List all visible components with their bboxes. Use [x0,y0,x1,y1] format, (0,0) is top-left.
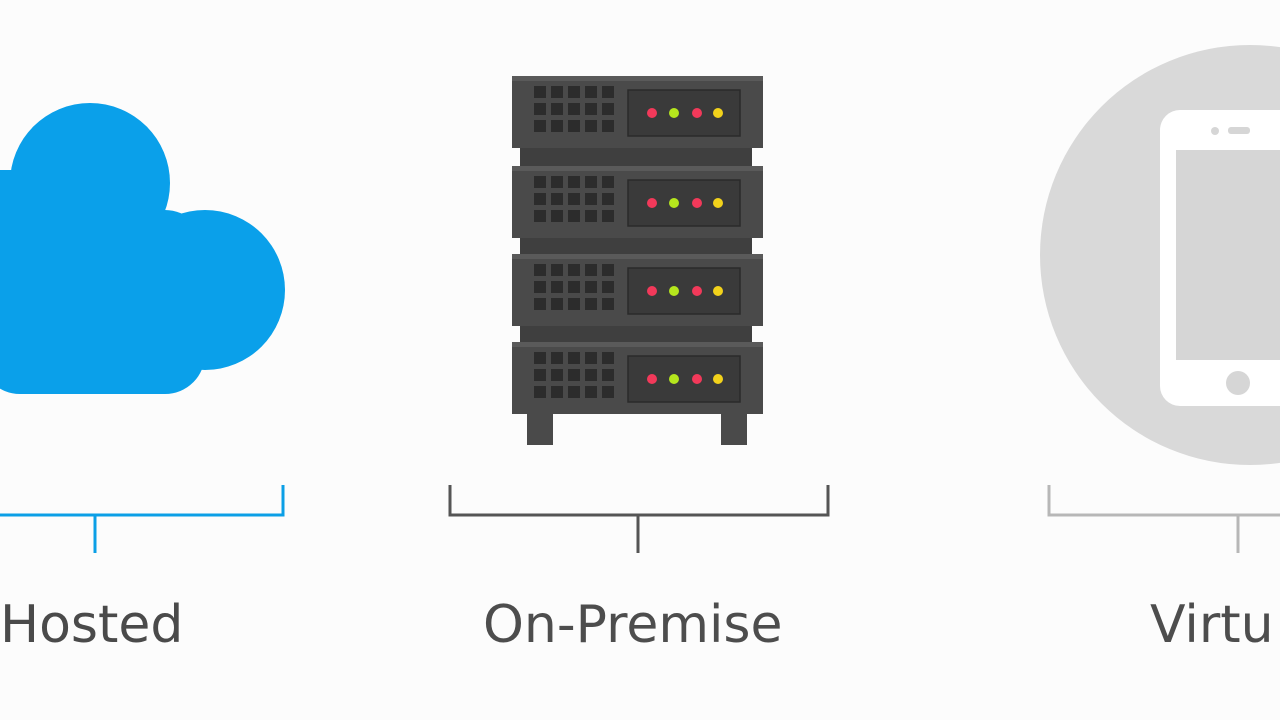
vent-slot [534,103,546,115]
vent-slot [534,386,546,398]
vent-slot [568,86,580,98]
server-foot-right [721,410,747,445]
vent-slot [568,298,580,310]
status-led [647,108,657,118]
vent-slot [602,386,614,398]
vent-slot [602,369,614,381]
vent-slot [585,193,597,205]
status-led [713,286,723,296]
vent-slot [568,264,580,276]
vent-slot [568,281,580,293]
server-unit [512,254,763,326]
vent-slot [551,352,563,364]
vent-slot [534,120,546,132]
vent-slot [585,264,597,276]
vent-slot [534,86,546,98]
status-led [647,374,657,384]
vent-slot [534,281,546,293]
vent-slot [534,298,546,310]
vent-slot [551,193,563,205]
vent-slot [534,193,546,205]
vent-slot [585,352,597,364]
status-led [713,198,723,208]
status-led [669,286,679,296]
vent-slot [534,352,546,364]
vent-slot [551,264,563,276]
server-foot-left [527,410,553,445]
vent-slot [585,103,597,115]
vent-slot [551,176,563,188]
server-unit [512,342,763,414]
vent-slot [585,369,597,381]
status-led [713,374,723,384]
status-led [669,108,679,118]
status-led [669,374,679,384]
virtual-icon [1040,45,1280,465]
vent-slot [551,120,563,132]
vent-slot [568,176,580,188]
vent-slot [551,281,563,293]
status-led [713,108,723,118]
vent-slot [602,281,614,293]
server-unit [512,166,763,238]
onprem-bracket [448,485,830,553]
vent-slot [551,210,563,222]
vent-slot [602,298,614,310]
vent-slot [585,281,597,293]
vent-slot [602,86,614,98]
vent-slot [568,386,580,398]
vent-slot [568,369,580,381]
status-led [647,286,657,296]
vent-slot [602,210,614,222]
vent-slot [602,264,614,276]
status-led [692,108,702,118]
status-led [692,374,702,384]
vent-slot [534,264,546,276]
vent-slot [568,103,580,115]
label-virtual: Virtu [1150,595,1274,655]
status-led [692,198,702,208]
vent-slot [568,120,580,132]
virtual-bracket [1047,485,1280,553]
vent-slot [585,386,597,398]
vent-slot [602,352,614,364]
vent-slot [534,210,546,222]
status-led [692,286,702,296]
vent-slot [568,352,580,364]
vent-slot [551,386,563,398]
vent-slot [551,369,563,381]
vent-slot [568,193,580,205]
server-rack-icon [512,76,763,445]
label-hosted: Hosted [0,595,184,655]
label-on-premise: On-Premise [483,595,783,655]
smartphone-icon [1160,110,1280,406]
status-led [669,198,679,208]
vent-slot [602,193,614,205]
server-unit [512,76,763,148]
vent-slot [585,298,597,310]
cloud-icon [0,103,285,394]
vent-slot [551,298,563,310]
status-led [647,198,657,208]
vent-slot [602,176,614,188]
vent-slot [534,176,546,188]
vent-slot [602,120,614,132]
vent-slot [551,86,563,98]
vent-slot [551,103,563,115]
vent-slot [602,103,614,115]
vent-slot [585,176,597,188]
vent-slot [534,369,546,381]
vent-slot [568,210,580,222]
hosted-bracket [0,485,285,553]
vent-slot [585,120,597,132]
vent-slot [585,210,597,222]
vent-slot [585,86,597,98]
